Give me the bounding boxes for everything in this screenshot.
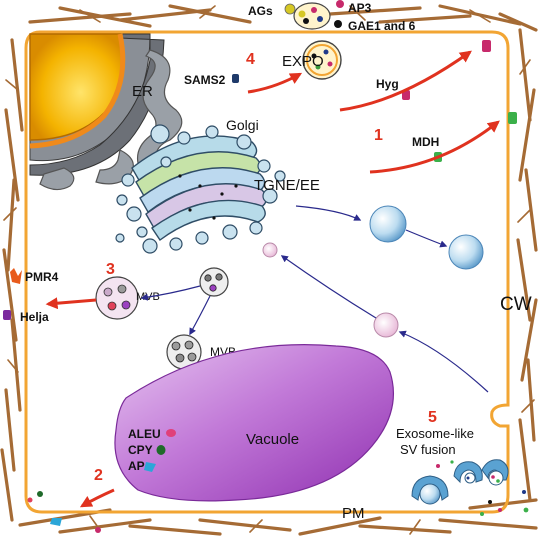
ap3-label: AP3 [348,1,372,15]
golgi-to-vesicle-arrow [295,205,362,221]
vacuole [114,344,395,502]
secretory-vesicle-2 [448,234,484,270]
golgi-label: Golgi [226,117,259,133]
pathway-number-2: 2 [94,467,103,484]
gae-label: GAE1 and 6 [348,19,416,33]
sams2-marker [232,74,239,83]
hyg-secreted-marker [482,40,491,52]
golgi-stack: Golgi TGNE/EE [115,117,320,254]
expo-compartment: EXPO [282,40,342,80]
pathway-number-4: 4 [246,51,255,68]
ap-marker [144,462,156,472]
sams2-label: SAMS2 [184,73,226,87]
hyg-arrow [339,50,472,112]
mdh-secreted-marker [508,112,517,124]
er-label: ER [132,83,153,100]
exosome-label-line1: Exosome-like [396,426,474,441]
pathway-4-arrow [247,72,303,94]
expo-released-vesicle [284,0,344,30]
aleu-label: ALEU [128,427,161,441]
exosome-label-line2: SV fusion [400,442,456,457]
nucleus-er-complex: ER [29,33,183,191]
hyg-marker [402,90,410,100]
mdh-label: MDH [412,135,439,149]
pathway-3-arrow [45,297,97,310]
pmr4-marker [10,268,22,284]
ags-label: AGs [248,4,273,18]
recycling-vesicle-small [262,242,278,258]
cw-label: CW [500,294,532,315]
cell-wall-fine-fibres [3,5,535,535]
helja-label: Helja [20,310,49,324]
plasma-membrane [24,30,510,514]
pathway-number-3: 3 [106,261,115,278]
cpy-label: CPY [128,443,153,457]
mvb-secreting [95,276,139,320]
secreted-vacuolar-proteins [27,491,101,533]
vacuole-label: Vacuole [246,431,299,448]
tgne-label: TGNE/EE [254,177,320,194]
pathway-1-arrow [369,120,500,174]
cell-wall [0,4,538,536]
mvb-to-mvb-arrow [140,285,201,301]
ap-label: AP [128,459,145,473]
vesicle-transport-arrow [405,229,448,248]
expo-label: EXPO [282,53,324,70]
exosome-fusion-vesicles [411,459,529,516]
helja-marker [3,310,11,320]
hyg-label: Hyg [376,77,399,91]
pm-label: PM [342,505,365,522]
recycling-arrow-lower [398,330,489,393]
aleu-marker [166,429,176,437]
mvb-upper-to-lower-arrow [189,295,211,336]
secretory-vesicle-1 [369,205,407,243]
pathway-2-arrow [79,488,115,508]
cpy-marker [156,445,166,455]
pmr4-label: PMR4 [25,270,59,284]
mvb-upper [199,267,229,297]
pathway-number-5: 5 [428,409,437,426]
recycling-vesicle-large [373,312,399,338]
recycling-arrow-upper [280,255,377,319]
pathway-number-1: 1 [374,127,383,144]
